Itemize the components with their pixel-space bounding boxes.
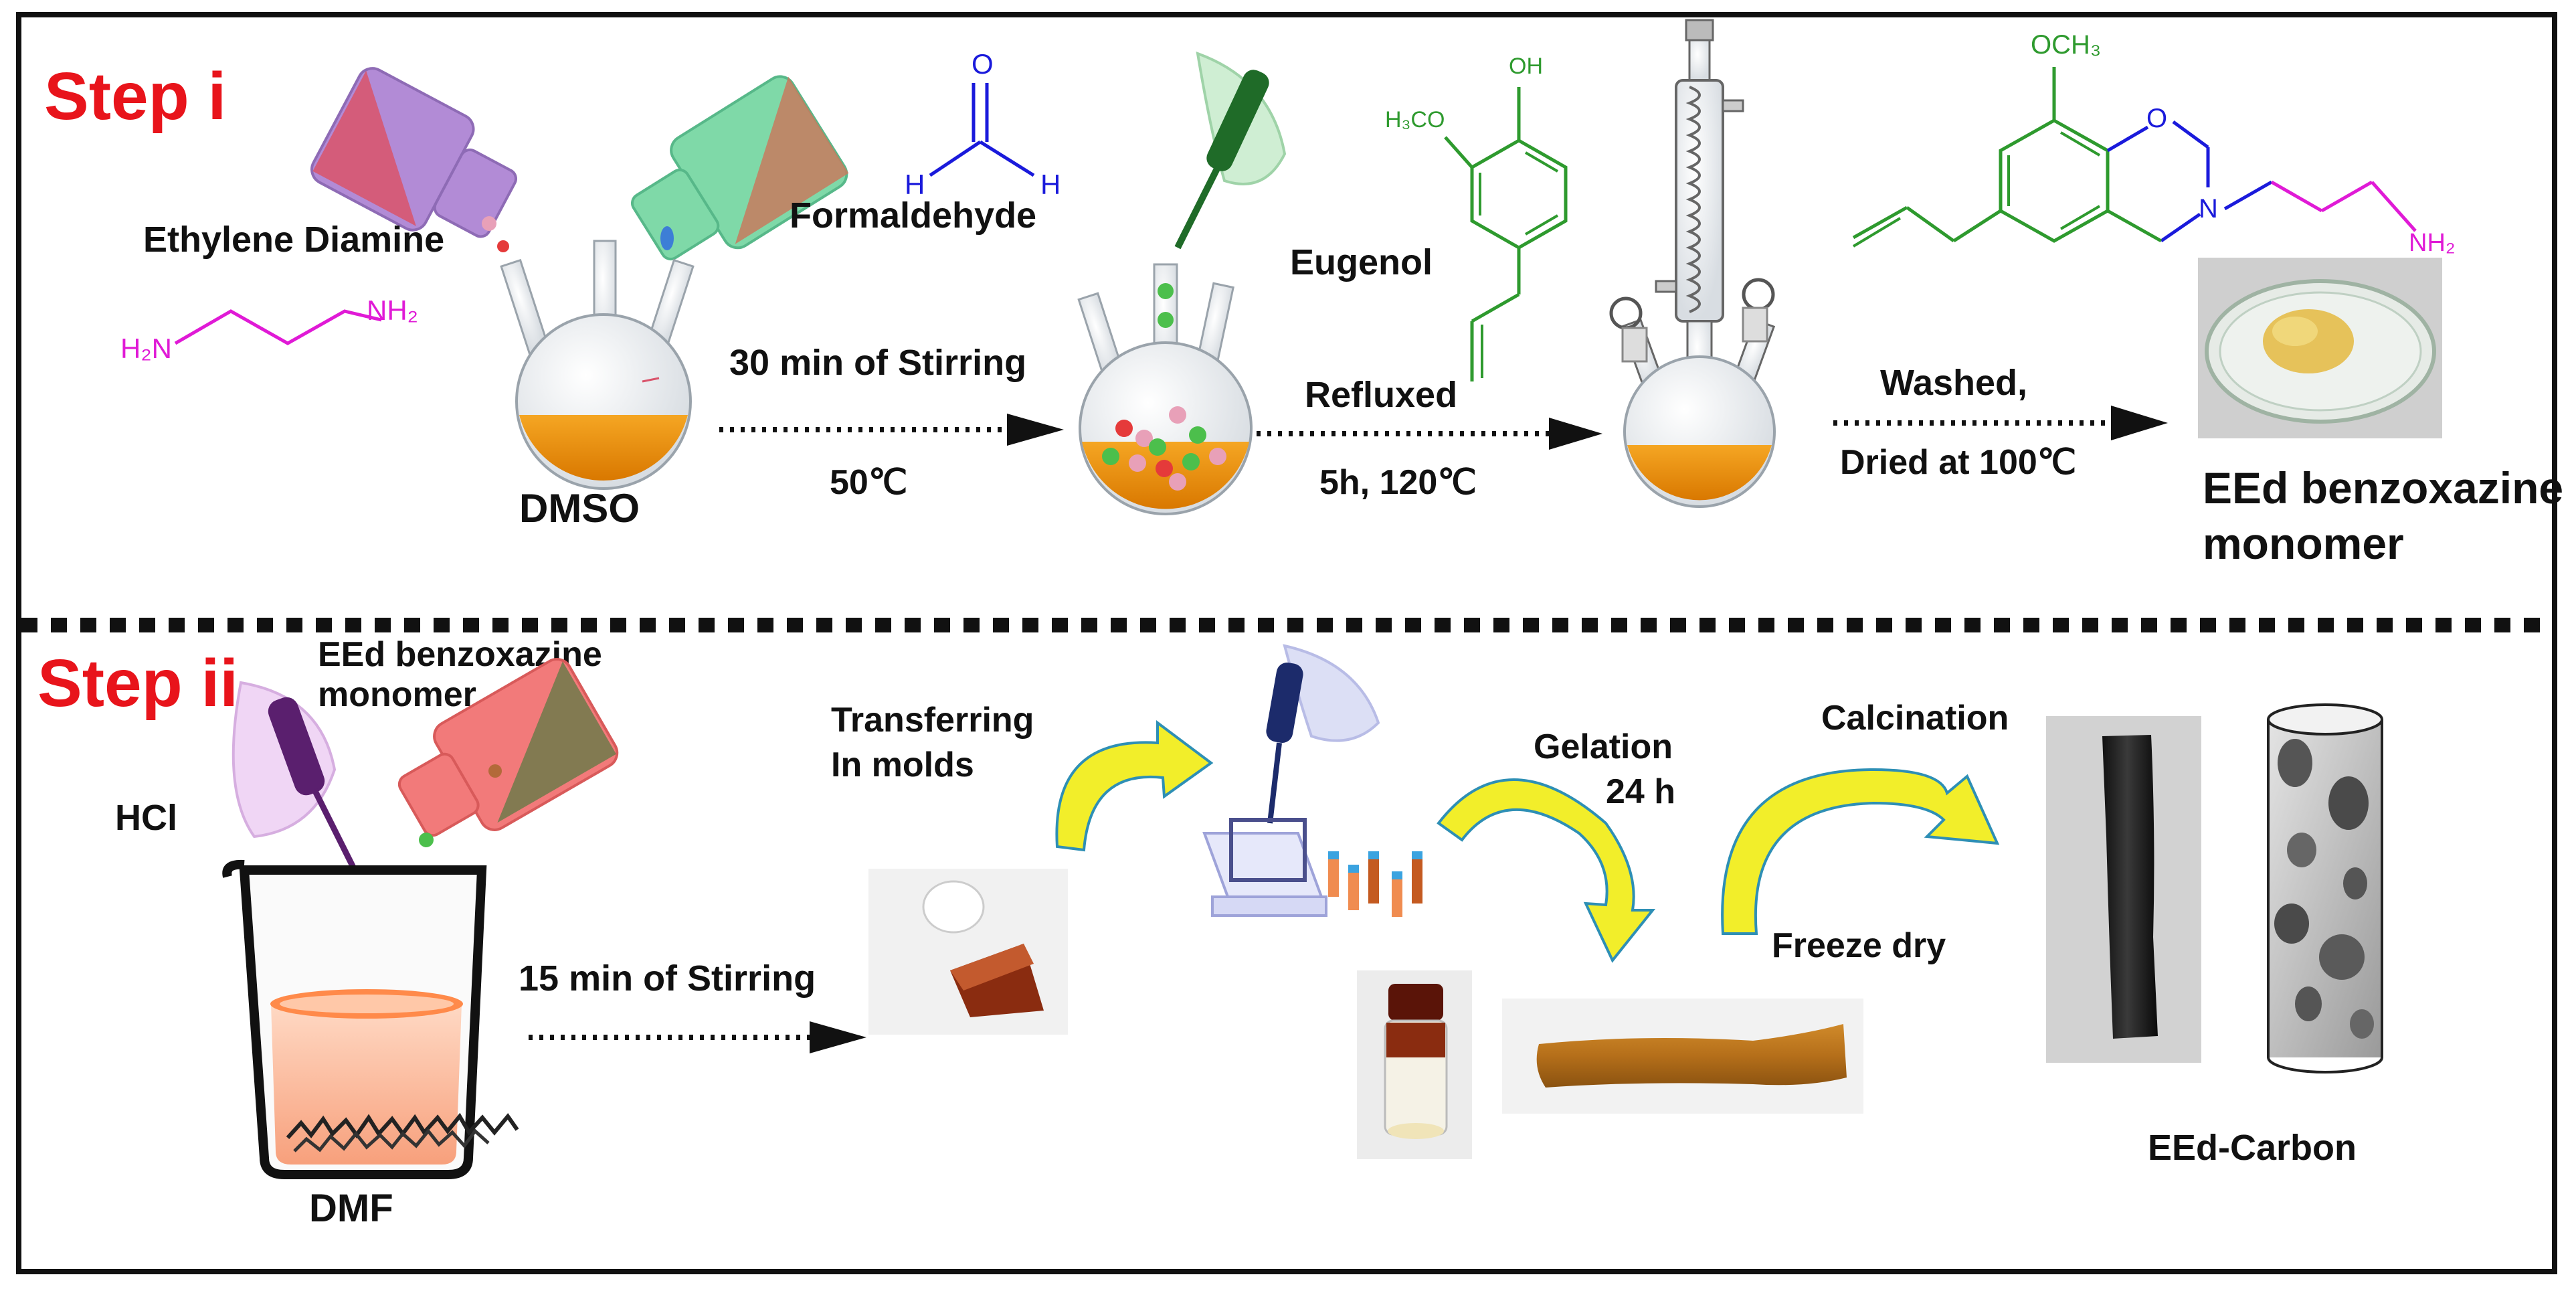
svg-text:NH₂: NH₂ [2409, 229, 2456, 257]
step-i-title: Step i [44, 59, 226, 134]
svg-text:H: H [905, 169, 925, 200]
svg-text:O: O [972, 48, 994, 80]
svg-text:H₃CO: H₃CO [1385, 107, 1445, 133]
eugenol-structure: OH H₃CO [1385, 54, 1568, 381]
reflux-conditions: 5h, 120℃ [1319, 463, 1477, 502]
dmf-beaker [222, 859, 519, 1179]
svg-text:H₂N: H₂N [120, 333, 172, 364]
mold-setup [1202, 644, 1422, 917]
gelation-line1: Gelation [1534, 727, 1673, 766]
dmf-label: DMF [309, 1187, 393, 1230]
drop [488, 764, 502, 778]
arrow-stir-30-head [1007, 414, 1064, 446]
svg-text:OCH₃: OCH₃ [2031, 30, 2101, 60]
step-ii-title: Step ii [37, 646, 238, 721]
transfer-line1: Transferring [831, 701, 1034, 740]
gel-rod-photo [1502, 999, 1863, 1114]
svg-text:NH₂: NH₂ [367, 294, 418, 326]
product-label-line1: EEd benzoxazine [2203, 463, 2563, 513]
arrow-stir-15-head [810, 1021, 866, 1053]
formaldehyde-bottle [631, 75, 849, 261]
curved-arrow-transfer [1055, 720, 1214, 852]
carbon-label: EEd-Carbon [2148, 1128, 2357, 1168]
stir-15-label: 15 min of Stirring [519, 958, 816, 999]
freeze-dry-label: Freeze dry [1772, 926, 1946, 965]
drop [482, 216, 496, 231]
reaction-flask [1077, 263, 1253, 515]
ethylene-diamine-structure: H₂N NH₂ [120, 294, 418, 364]
svg-text:O: O [2146, 104, 2167, 133]
svg-text:OH: OH [1509, 54, 1543, 79]
outer-frame [16, 12, 2557, 1274]
hcl-label: HCl [115, 798, 177, 838]
ethylene-diamine-label: Ethylene Diamine [143, 220, 444, 260]
transfer-line2: In molds [831, 746, 974, 784]
arrow-wash-head [2111, 406, 2168, 440]
benzoxazine-ring: OCH₃ O N NH₂ [1852, 30, 2456, 257]
drop [497, 240, 509, 252]
reflux-apparatus [1609, 19, 1776, 508]
monomer-bottle [397, 658, 619, 837]
formaldehyde-structure: O H H [905, 48, 1061, 200]
dmso-flask [500, 240, 695, 490]
drop [419, 833, 434, 847]
formaldehyde-label: Formaldehyde [790, 195, 1036, 236]
monomer-label-line2: monomer [318, 675, 476, 714]
dmso-label: DMSO [519, 486, 640, 531]
stir-30-label: 30 min of Stirring [729, 343, 1026, 383]
svg-text:H: H [1040, 169, 1061, 200]
washed-label: Washed, [1880, 363, 2027, 403]
product-label-line2: monomer [2203, 519, 2404, 568]
gelation-line2: 24 h [1606, 772, 1675, 811]
arrow-reflux-head [1549, 418, 1602, 450]
eugenol-label: Eugenol [1290, 242, 1433, 282]
transfer-photo [868, 869, 1068, 1035]
carbon-rod-photo [2046, 716, 2201, 1063]
svg-text:N: N [2199, 194, 2218, 224]
curved-arrow-gelation [1437, 778, 1656, 963]
eugenol-pipette [1174, 51, 1287, 250]
dried-label: Dried at 100℃ [1840, 443, 2076, 482]
gel-vial-photo [1357, 970, 1472, 1159]
hcl-pipette [232, 681, 358, 872]
stir-30-temp: 50℃ [830, 463, 907, 502]
calcination-label: Calcination [1821, 699, 2009, 738]
drop [660, 226, 674, 250]
ethylene-diamine-bottle [310, 67, 517, 238]
refluxed-label: Refluxed [1305, 375, 1457, 415]
curved-arrow-calcination [1721, 768, 2000, 935]
sem-cylinder [2267, 703, 2383, 1073]
product-photo [2198, 258, 2442, 438]
